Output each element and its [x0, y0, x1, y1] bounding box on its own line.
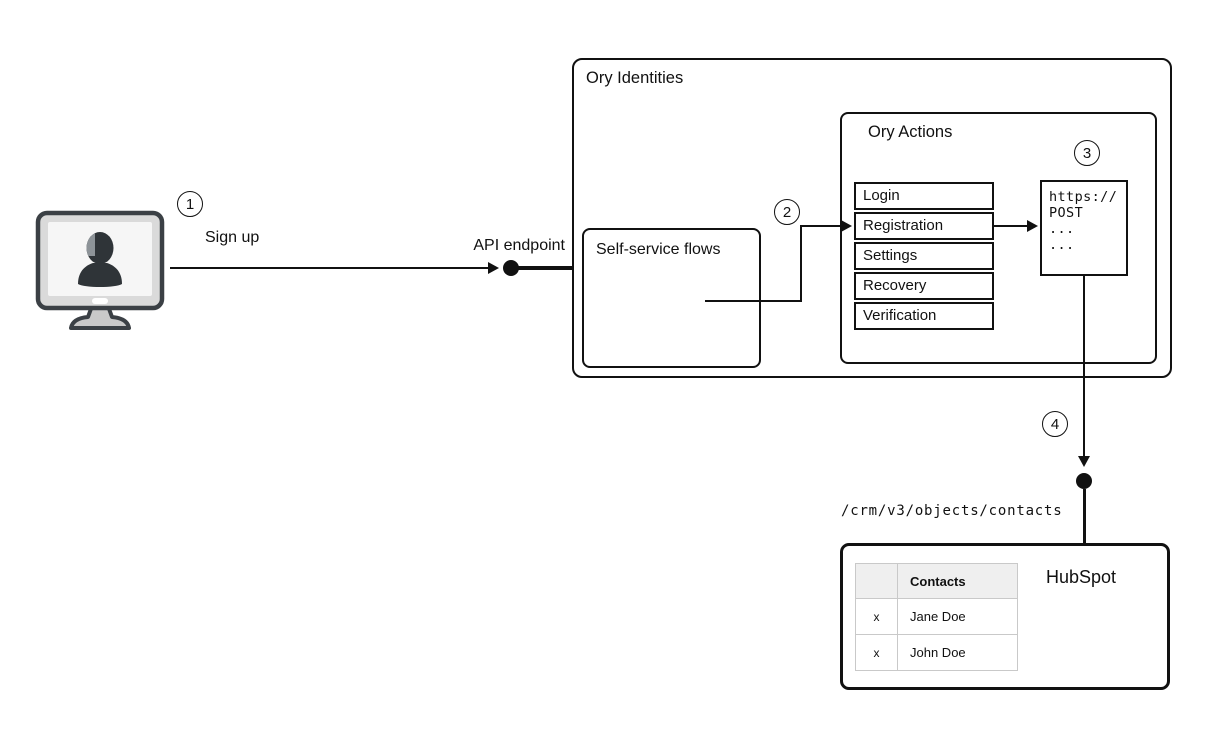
code-line-2: POST	[1049, 205, 1084, 221]
code-line-1: https://	[1049, 189, 1118, 205]
endpoint-to-box-line	[518, 266, 574, 270]
flows-connector-v	[800, 225, 802, 302]
step-badge-1-number: 1	[185, 195, 195, 213]
registration-to-code-arrowhead-icon	[1027, 219, 1038, 232]
flow-row-recovery: Recovery	[854, 272, 994, 300]
flow-row-registration: Registration	[854, 212, 994, 240]
hubspot-title: HubSpot	[1046, 567, 1117, 587]
signup-arrowhead-icon	[488, 261, 499, 274]
self-service-flows-box	[582, 228, 761, 368]
hubspot-endpoint-dot	[1076, 473, 1092, 489]
flows-connector-arrowhead-icon	[841, 219, 852, 232]
ory-identities-title: Ory Identities	[586, 69, 684, 87]
step-badge-3-number: 3	[1082, 144, 1092, 162]
contact-name-cell: John Doe	[897, 634, 1018, 671]
code-line-3: ...	[1049, 221, 1075, 237]
ory-actions-title: Ory Actions	[868, 123, 953, 141]
sign-up-label: Sign up	[205, 229, 260, 246]
table-row: x Jane Doe	[855, 598, 1018, 635]
contacts-header-empty-cell	[855, 563, 898, 599]
contact-name-cell: Jane Doe	[897, 598, 1018, 635]
step-badge-2: 2	[774, 199, 800, 225]
code-to-hubspot-arrowhead-icon	[1077, 456, 1090, 467]
step-badge-4-number: 4	[1050, 415, 1060, 433]
code-to-hubspot-line	[1083, 276, 1085, 457]
flow-list: Login Registration Settings Recovery Ver…	[854, 182, 994, 332]
api-endpoint-dot	[503, 260, 519, 276]
signup-arrow-line	[170, 267, 497, 269]
step-badge-3: 3	[1074, 140, 1100, 166]
flow-row-verification: Verification	[854, 302, 994, 330]
flows-connector-h1	[705, 300, 802, 302]
registration-to-code-line	[994, 225, 1028, 227]
contacts-header-cell: Contacts	[897, 563, 1018, 599]
step-badge-4: 4	[1042, 411, 1068, 437]
flow-row-settings: Settings	[854, 242, 994, 270]
contacts-table: Contacts x Jane Doe x John Doe	[855, 563, 1018, 671]
contacts-table-header-row: Contacts	[855, 563, 1018, 599]
flows-connector-h2	[800, 225, 842, 227]
flow-row-login: Login	[854, 182, 994, 210]
self-service-flows-label: Self-service flows	[596, 241, 721, 258]
contact-mark-cell: x	[855, 598, 898, 635]
table-row: x John Doe	[855, 634, 1018, 671]
step-badge-2-number: 2	[782, 203, 792, 221]
step-badge-1: 1	[177, 191, 203, 217]
code-line-4: ...	[1049, 237, 1075, 253]
contact-mark-cell: x	[855, 634, 898, 671]
user-computer-icon	[35, 210, 165, 343]
api-endpoint-label: API endpoint	[473, 237, 565, 254]
monitor-user-icon	[35, 210, 165, 330]
crm-endpoint-path-label: /crm/v3/objects/contacts	[841, 503, 1063, 519]
webhook-code-box: https:// POST ... ...	[1040, 180, 1128, 276]
dot-to-hubspot-line	[1082, 489, 1086, 545]
